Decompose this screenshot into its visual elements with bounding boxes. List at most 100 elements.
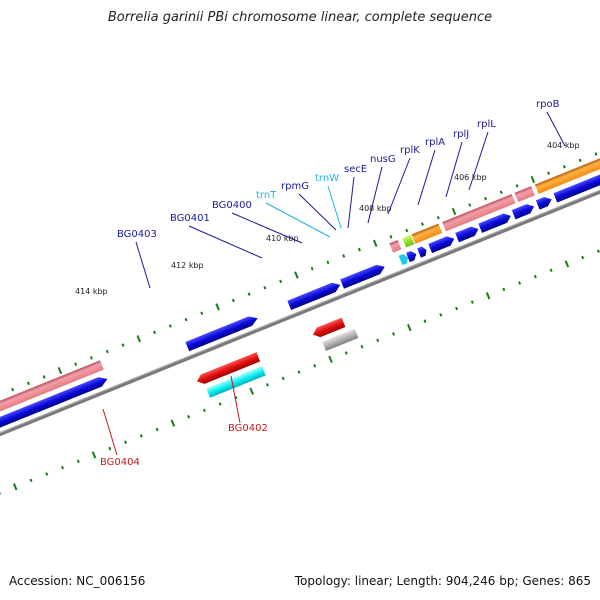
feature-trna-trnT[interactable] — [389, 240, 402, 253]
tick-mark-lower — [124, 440, 128, 444]
tick-mark-lower — [328, 355, 333, 364]
tick-mark-lower — [502, 287, 506, 292]
tick-mark-upper — [26, 381, 30, 386]
feature-cds-rplA[interactable] — [478, 211, 512, 233]
feature-cds-bg0401[interactable] — [287, 280, 342, 311]
tick-mark-lower — [485, 292, 491, 300]
tick-mark-lower — [297, 370, 301, 374]
genome-stats-label: Topology: linear; Length: 904,246 bp; Ge… — [294, 574, 591, 588]
feature-cds-rpmG[interactable] — [406, 249, 418, 263]
tick-mark-upper — [515, 184, 519, 188]
feature-cds-secE-lower[interactable] — [417, 245, 428, 258]
feature-cds-rplK[interactable] — [455, 224, 480, 243]
gene-label[interactable]: BG0402 — [228, 423, 268, 434]
tick-mark-upper — [11, 387, 15, 392]
tick-mark-lower — [470, 300, 474, 304]
gene-label[interactable]: BG0401 — [170, 213, 210, 224]
tick-mark-upper — [215, 303, 220, 311]
accession-label: Accession: NC_006156 — [9, 574, 146, 588]
leader-line — [188, 225, 263, 259]
feature-cds-rplL[interactable] — [535, 195, 554, 210]
tick-mark-upper — [530, 175, 536, 184]
feature-cds-nusG[interactable] — [428, 234, 456, 254]
tick-mark-upper — [105, 349, 109, 354]
tick-mark-upper — [310, 266, 314, 271]
tick-mark-lower — [170, 419, 176, 427]
gene-label[interactable]: BG0404 — [100, 457, 140, 468]
leader-line — [298, 193, 337, 231]
leader-line — [231, 212, 303, 244]
gene-label[interactable]: rplA — [425, 137, 445, 148]
leader-line — [468, 131, 489, 191]
feature-cds-rpoB[interactable] — [553, 123, 600, 203]
tick-mark-lower — [281, 376, 285, 381]
tick-mark-upper — [121, 343, 125, 347]
gene-label[interactable]: rpmG — [281, 181, 309, 192]
tick-row-upper — [11, 152, 598, 392]
leader-line — [230, 375, 241, 424]
tick-label: 410 kbp — [266, 234, 299, 243]
tick-mark-upper — [420, 222, 424, 226]
tick-mark-lower — [76, 459, 80, 464]
backbone-line — [0, 136, 600, 471]
feature-rrna-rplL[interactable] — [514, 186, 535, 203]
tick-mark-upper — [405, 228, 409, 233]
gene-label[interactable]: rplL — [477, 119, 496, 130]
feature-cds-rplJ[interactable] — [511, 202, 536, 220]
tick-mark-lower — [155, 427, 159, 432]
feature-cds-bg0404[interactable] — [195, 352, 261, 386]
feature-cds-bg0402[interactable] — [311, 317, 346, 340]
tick-mark-upper — [436, 215, 440, 220]
leader-line — [387, 157, 411, 215]
tick-mark-upper — [562, 165, 566, 169]
feature-cds-bg0402-gray[interactable] — [322, 328, 359, 351]
gene-label[interactable]: rplJ — [453, 129, 469, 140]
leader-line — [265, 202, 331, 238]
feature-rrna-rplK[interactable] — [442, 193, 516, 232]
tick-mark-lower — [518, 281, 522, 285]
tick-mark-upper — [372, 239, 378, 247]
gene-label[interactable]: secE — [344, 164, 367, 175]
gene-label[interactable]: trnT — [256, 190, 277, 201]
gene-label[interactable]: BG0403 — [117, 229, 157, 240]
leader-line — [445, 141, 463, 198]
tick-mark-lower — [0, 491, 1, 495]
tick-row-lower — [0, 249, 600, 495]
forward-strand — [0, 110, 600, 463]
gene-label[interactable]: rpoB — [536, 99, 560, 110]
tick-mark-upper — [594, 152, 598, 156]
feature-trna-trnW[interactable] — [398, 253, 410, 266]
tick-label: 406 kbp — [454, 173, 487, 182]
tick-mark-lower — [249, 387, 254, 395]
gene-label[interactable]: trnW — [315, 173, 339, 184]
tick-mark-upper — [57, 366, 63, 375]
feature-cds-bg0404-cyan[interactable] — [206, 366, 266, 398]
tick-mark-lower — [313, 364, 317, 368]
feature-rrna-left[interactable] — [0, 360, 104, 449]
leader-line — [417, 149, 436, 206]
tick-mark-upper — [326, 260, 330, 265]
feature-cds-bg0403[interactable] — [185, 314, 259, 352]
tick-mark-upper — [200, 311, 204, 316]
tick-mark-upper — [136, 335, 142, 343]
leader-line — [546, 111, 566, 147]
gene-label[interactable]: nusG — [370, 154, 396, 165]
tick-label: 412 kbp — [171, 261, 204, 270]
tick-mark-upper — [231, 298, 235, 303]
tick-mark-lower — [581, 255, 585, 260]
tick-mark-upper — [153, 330, 157, 335]
tick-mark-upper — [342, 254, 346, 258]
feature-cds-secE[interactable] — [402, 234, 415, 248]
feature-orange-rpoB[interactable] — [534, 110, 600, 194]
gene-label[interactable]: rplK — [400, 145, 420, 156]
gene-label[interactable]: BG0400 — [212, 200, 252, 211]
tick-mark-lower — [45, 472, 49, 476]
tick-mark-lower — [29, 478, 33, 483]
feature-orange-nusG[interactable] — [411, 223, 443, 244]
feature-cds-bg0400[interactable] — [340, 262, 386, 289]
tick-mark-lower — [423, 319, 427, 323]
feature-cds-left[interactable] — [0, 374, 109, 463]
